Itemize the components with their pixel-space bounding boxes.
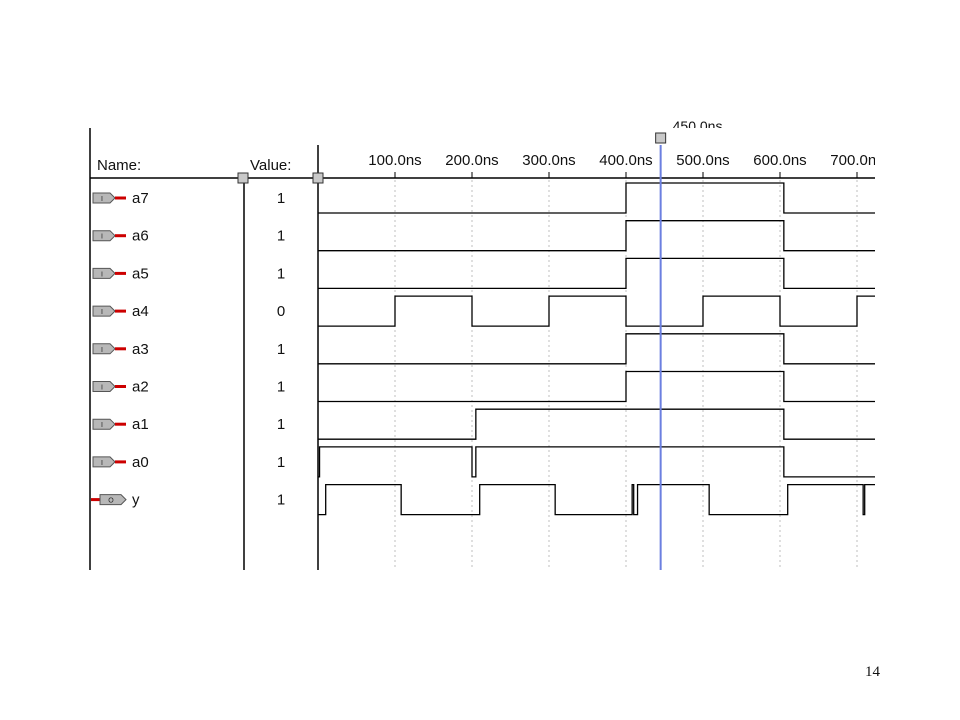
signal-name-a7[interactable]: a7 xyxy=(132,190,149,207)
signal-value-a0: 1 xyxy=(277,454,285,471)
value-column-header: Value: xyxy=(250,157,291,174)
time-grid xyxy=(394,180,858,570)
svg-text:I: I xyxy=(101,422,103,429)
input-pin-icon: I xyxy=(92,305,126,317)
signal-name-a3[interactable]: a3 xyxy=(132,341,149,358)
signal-name-a1[interactable]: a1 xyxy=(132,416,149,433)
waveform-a4 xyxy=(318,295,875,327)
signal-value-a2: 1 xyxy=(277,379,285,396)
svg-text:I: I xyxy=(101,271,103,278)
signal-name-a0[interactable]: a0 xyxy=(132,454,149,471)
value-splitter-handle[interactable] xyxy=(312,172,324,184)
waveform-area xyxy=(318,182,875,516)
time-tick-label: 100.0ns xyxy=(368,152,421,169)
time-tick-label: 500.0ns xyxy=(676,152,729,169)
waveform-a1 xyxy=(318,408,875,440)
signal-name-y[interactable]: y xyxy=(132,492,140,509)
svg-text:I: I xyxy=(101,309,103,316)
svg-text:I: I xyxy=(101,347,103,354)
signal-value-a5: 1 xyxy=(277,265,285,282)
time-tick-label: 400.0ns xyxy=(599,152,652,169)
signal-value-a7: 1 xyxy=(277,190,285,207)
time-tick-label: 600.0ns xyxy=(753,152,806,169)
signal-name-a4[interactable]: a4 xyxy=(132,303,149,320)
cursor-handle[interactable] xyxy=(655,132,667,144)
slide-number: 14 xyxy=(865,664,880,680)
input-pin-icon: I xyxy=(92,192,126,204)
waveform-a3 xyxy=(318,333,875,365)
input-pin-icon: I xyxy=(92,267,126,279)
time-tick-label: 200.0ns xyxy=(445,152,498,169)
waveform-a5 xyxy=(318,257,875,290)
waveform-a2 xyxy=(318,370,875,403)
waveform-a0 xyxy=(318,446,875,478)
svg-text:O: O xyxy=(108,498,114,505)
time-ruler: 100.0ns 200.0ns 300.0ns 400.0ns 500.0ns 600.0… xyxy=(368,152,883,178)
name-splitter-handle[interactable] xyxy=(237,172,249,184)
time-tick-label: 700.0ns xyxy=(830,152,883,169)
svg-text:I: I xyxy=(101,196,103,203)
signal-value-a3: 1 xyxy=(277,341,285,358)
cursor-time-label: 450.0ns xyxy=(673,118,723,134)
time-cursor[interactable]: 450.0ns xyxy=(655,118,723,570)
input-pin-icon: I xyxy=(92,343,126,355)
waveform-a7 xyxy=(318,182,875,214)
signal-value-a6: 1 xyxy=(277,228,285,245)
signal-name-a6[interactable]: a6 xyxy=(132,228,149,245)
svg-text:I: I xyxy=(101,460,103,467)
waveform-y xyxy=(318,483,875,516)
output-pin-icon: O xyxy=(91,494,127,506)
signal-value-a1: 1 xyxy=(277,416,285,433)
time-tick-label: 300.0ns xyxy=(522,152,575,169)
signal-value-y: 1 xyxy=(277,492,285,509)
signal-name-a5[interactable]: a5 xyxy=(132,265,149,282)
name-column-header: Name: xyxy=(97,157,141,174)
input-pin-icon: I xyxy=(92,418,126,430)
waveform-a6 xyxy=(318,220,875,252)
signal-name-a2[interactable]: a2 xyxy=(132,379,149,396)
svg-text:I: I xyxy=(101,385,103,392)
input-pin-icon: I xyxy=(92,381,126,392)
svg-text:I: I xyxy=(101,234,103,241)
signal-value-column: 1 1 1 0 1 1 1 1 1 xyxy=(277,190,285,509)
signal-value-a4: 0 xyxy=(277,303,285,320)
input-pin-icon: I xyxy=(92,230,126,242)
input-pin-icon: I xyxy=(92,456,126,468)
